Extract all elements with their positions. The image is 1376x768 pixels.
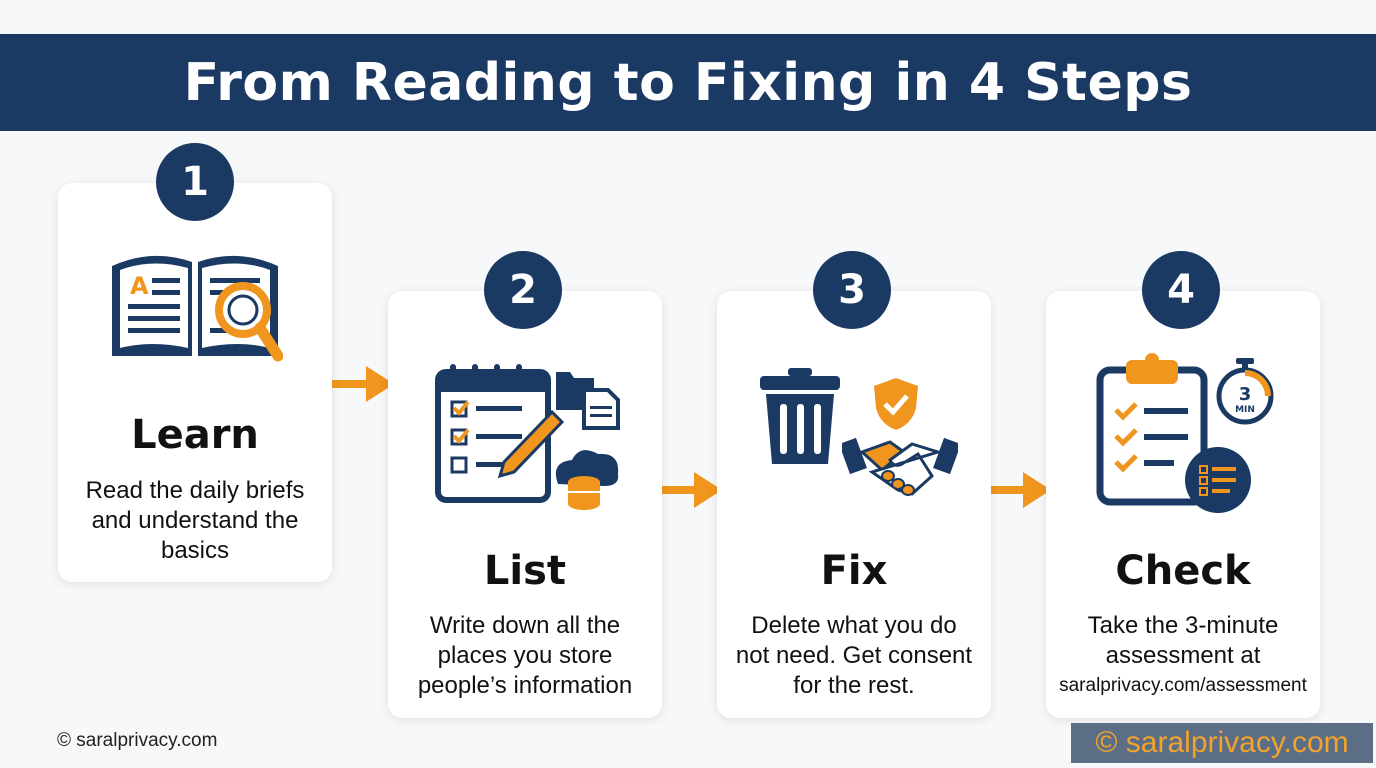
page-title: From Reading to Fixing in 4 Steps: [183, 52, 1193, 113]
description-line: basics: [160, 537, 230, 564]
document-icon: [582, 388, 620, 430]
step-description: Take the 3-minute assessment at saralpri…: [1045, 611, 1321, 701]
step-description: Read the daily briefs and understand the…: [57, 476, 333, 566]
timer-unit: MIN: [1235, 405, 1255, 415]
step-title: List: [483, 548, 567, 594]
description-line: assessment at: [1105, 642, 1261, 669]
trash-can-icon: [760, 368, 840, 464]
step-number-badge: 1: [156, 143, 234, 221]
arrow-right-icon: [326, 366, 394, 402]
arrow-right-icon: [654, 472, 722, 508]
cloud-database-icon: [555, 450, 619, 510]
footer-copyright: © saralprivacy.com: [57, 730, 218, 751]
step-description: Delete what you do not need. Get consent…: [716, 611, 992, 701]
step-card-list: [388, 291, 662, 718]
description-line: for the rest.: [793, 672, 915, 699]
title-banner: From Reading to Fixing in 4 Steps: [0, 34, 1376, 131]
step-title: Learn: [131, 412, 259, 458]
shield-check-icon: [874, 378, 918, 430]
step-number-badge: 3: [813, 251, 891, 329]
arrow-right-icon: [983, 472, 1051, 508]
step-title: Check: [1115, 548, 1251, 594]
description-line: Take the 3-minute: [1087, 612, 1279, 639]
timer-number: 3: [1239, 384, 1252, 405]
step-title: Fix: [820, 548, 888, 594]
step-number-badge: 4: [1142, 251, 1220, 329]
list-badge-icon: [1185, 447, 1251, 513]
description-line: places you store: [437, 642, 613, 669]
description-line: not need. Get consent: [735, 642, 973, 669]
handshake-icon: [842, 437, 958, 496]
watermark: © saralprivacy.com: [1071, 723, 1373, 763]
step-card-fix: [717, 291, 991, 718]
stopwatch-icon: 3 MIN: [1216, 358, 1274, 425]
description-line: and understand the: [91, 507, 299, 534]
svg-text:A: A: [130, 272, 149, 300]
assessment-link[interactable]: saralprivacy.com/assessment: [1059, 675, 1307, 696]
step-card-learn: [58, 183, 332, 582]
description-line: Write down all the: [429, 612, 621, 639]
step-description: Write down all the places you store peop…: [387, 611, 663, 701]
description-line: people’s information: [417, 672, 633, 699]
book-magnifier-icon: A: [112, 255, 283, 362]
step-number-badge: 2: [484, 251, 562, 329]
checklist-pencil-icon: [435, 364, 620, 510]
description-line: Delete what you do: [751, 612, 957, 639]
description-line: Read the daily briefs: [85, 477, 305, 504]
clipboard-checklist-icon: [1096, 353, 1208, 506]
